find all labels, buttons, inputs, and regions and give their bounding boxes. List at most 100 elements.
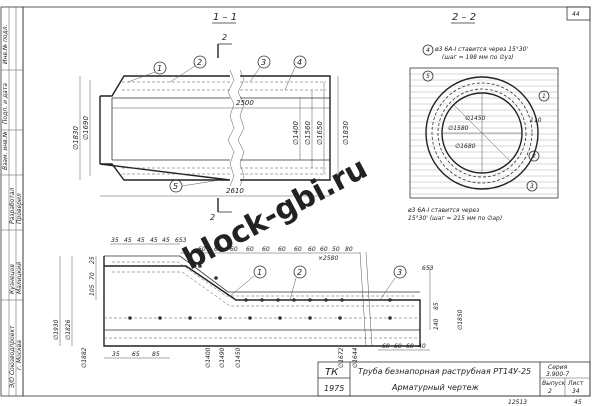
view2-note-bottom-2: 15°30' (шаг = 215 мм по ∅ар) (408, 215, 502, 222)
view2-callout-3 (526, 180, 538, 192)
dim-left-diam-2: ∅1690 (82, 116, 90, 140)
detail-diam-9: ∅1850 (457, 309, 464, 330)
detail-right-vert-2: 85 (433, 302, 440, 310)
cross-section-block (409, 67, 559, 199)
callout-1 (153, 61, 167, 75)
detail-left-vert-1: 70 (89, 272, 96, 280)
stamp-col-2: Подп. и дата (2, 83, 9, 124)
view2-callout-4-label: 4 (426, 47, 430, 54)
detail-top-row-4: 60 (246, 246, 254, 253)
tb-series-label: Серия (548, 364, 568, 371)
callout-5-label: 5 (173, 182, 178, 191)
dim-left-diam-1: ∅1830 (72, 126, 80, 150)
tb-list-label: Лист (567, 380, 584, 387)
cut-mark-top: 2 (222, 33, 227, 42)
tb-list: 34 (572, 388, 580, 395)
detail-top-chain-3: 45 (137, 237, 145, 244)
detail-diam-5: ∅1490 (219, 347, 226, 368)
detail-diam-2: ∅1826 (65, 319, 72, 340)
detail-callout-3-label: 3 (397, 268, 402, 277)
detail-right-vert-3: 140 (433, 318, 440, 330)
outer-ring (425, 76, 539, 190)
detail-callout-3 (393, 265, 407, 279)
dim-2500: 2500 (236, 99, 254, 107)
dim-right-diam-1: ∅1400 (292, 121, 300, 145)
view-1-1: 2 2 2500 2610 (72, 33, 350, 222)
detail-top-row-8: 60 (308, 246, 316, 253)
page-number: 44 (572, 11, 580, 18)
title-block: ТК 1975 Труба безнапорная раструбная РТ1… (317, 361, 591, 397)
detail-bottom-row-2: 60 (394, 343, 402, 350)
view2-note-top: ø3 6А-I ставится через 15°30' (434, 46, 528, 53)
view2-callout-2 (528, 150, 540, 162)
stamp-row-1: Разработал (9, 187, 16, 224)
detail-bottom-chain-3: 85 (152, 351, 160, 358)
cut-mark-bottom: 2 (210, 213, 215, 222)
detail-bottom-row-1: 60 (382, 343, 390, 350)
tb-vyp-label: Выпуск (542, 380, 566, 387)
stamp-name-2: Малицкий (16, 262, 23, 294)
detail-top-chain-4: 45 (150, 237, 158, 244)
detail-callout-2-label: 2 (297, 268, 302, 277)
view2-diam-3: ∅1680 (455, 143, 476, 150)
detail-top-row-11: 80 (345, 246, 353, 253)
detail-diam-4: ∅1400 (205, 347, 212, 368)
callout-1-label: 1 (157, 64, 162, 73)
tb-series: 3.900-7 (546, 371, 569, 378)
rebar-ring-inner (437, 88, 527, 178)
callout-4-label: 4 (297, 58, 302, 67)
detail-bottom-row-4: 40 (418, 343, 426, 350)
detail-top-row-2: 60 (214, 246, 222, 253)
callout-4 (293, 55, 307, 69)
view2-dim-110: 110 (530, 117, 542, 124)
view2-note-bottom: ø3 6А-I ставится через (407, 207, 479, 214)
detail-diam-6: ∅1450 (235, 347, 242, 368)
detail-top-row-9: 60 (320, 246, 328, 253)
dim-right-diam-4: ∅1830 (342, 121, 350, 145)
view2-note-top-2: (шаг = 198 мм по ∅уз) (442, 54, 514, 61)
detail-top-row-10: 50 (332, 246, 340, 253)
detail-right-vert-1: 653 (422, 265, 434, 272)
detail-bottom-row-3: 60 (406, 343, 414, 350)
callout-3 (257, 55, 271, 69)
view2-callout-1-label: 1 (542, 93, 546, 100)
watermark: block-gbi.ru (177, 151, 373, 277)
bottom-right-number: 45 (574, 399, 582, 406)
tb-year: 1975 (324, 384, 344, 393)
dim-right-diam-3: ∅1650 (316, 121, 324, 145)
detail-top-row-1: 60 (198, 246, 206, 253)
detail-diam-7: ∅1672 (338, 347, 345, 368)
detail-bottom-chain-2: 65 (132, 351, 140, 358)
tb-vyp: 2 (548, 388, 552, 395)
detail-callout-1 (253, 265, 267, 279)
view2-callout-2-label: 2 (532, 153, 536, 160)
stamp-row-2: Проверил (16, 193, 23, 224)
detail-top-chain-6: 653 (175, 237, 187, 244)
view2-callout-5 (422, 70, 434, 82)
detail-diam-3: ∅1882 (81, 347, 88, 368)
rebar-ring-outer (431, 82, 533, 184)
detail-top-chain-1: 35 (111, 237, 119, 244)
dim-2610: 2610 (226, 187, 244, 195)
detail-top-row-5: 60 (262, 246, 270, 253)
callout-2 (193, 55, 207, 69)
view-2-2: ∅1450 ∅1580 ∅1680 110 ø3 6А-I ставится ч… (407, 44, 559, 222)
detail-callout-2 (293, 265, 307, 279)
callout-2-label: 2 (197, 58, 202, 67)
stamp-col-1: Инв.№ подл. (2, 24, 9, 64)
stamp-org-2: г. Москва (16, 340, 23, 370)
stamp-org-1: Э/О Союзводпроект (9, 325, 16, 389)
detail-bottom-chain-1: 35 (112, 351, 120, 358)
stamp-col-3: Взам. инв.№ (2, 131, 9, 170)
view2-diam-1: ∅1450 (465, 115, 486, 122)
view2-diam-2: ∅1580 (448, 125, 469, 132)
detail-diam-1: ∅1930 (53, 319, 60, 340)
detail-top-row-6: 60 (278, 246, 286, 253)
view2-callout-1 (538, 90, 550, 102)
detail-bell: 35 45 45 45 45 653 60 60 60 60 60 60 60 … (53, 237, 464, 368)
detail-diam-8: ∅1644 (352, 347, 359, 368)
view2-callout-3-label: 3 (530, 183, 534, 190)
detail-left-vert-3: 25 (89, 256, 96, 264)
bottom-left-number: 12513 (508, 399, 527, 406)
